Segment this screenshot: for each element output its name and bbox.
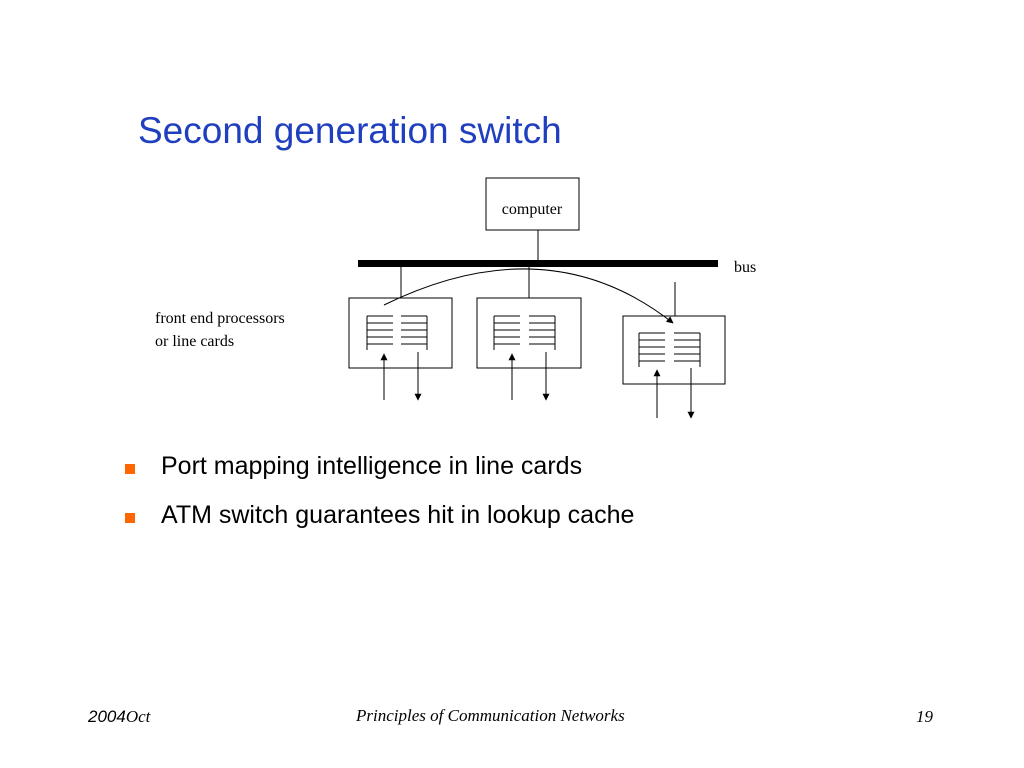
square-bullet-icon [125,513,135,523]
bullet-text: Port mapping intelligence in line cards [161,452,583,480]
buffer-queue-icon [638,332,701,367]
forwarding-path-arrow [383,268,674,324]
bullet-item: ATM switch guarantees hit in lookup cach… [122,501,634,550]
footer-month: Oct [125,707,151,726]
bullet-list: Port mapping intelligence in line cards … [122,452,634,550]
footer-date: 2004Oct [88,707,150,727]
line-cards-label-1: front end processors [155,310,285,327]
square-bullet-icon [125,464,135,474]
line-card-3 [622,315,726,419]
computer-label: computer [502,201,563,218]
line-cards-label-2: or line cards [155,333,234,350]
computer-box [485,177,580,231]
slide-title: Second generation switch [138,110,562,151]
footer-year: 2004 [88,707,126,726]
line-card-1 [348,297,453,401]
footer-page-number: 19 [916,707,933,726]
footer-course-title: Principles of Communication Networks [356,706,625,725]
bullet-text: ATM switch guarantees hit in lookup cach… [161,501,635,529]
buffer-queue-icon [493,315,556,350]
buffer-queue-icon [366,315,428,350]
line-card-2 [476,297,582,401]
bullet-item: Port mapping intelligence in line cards [122,452,634,501]
bus-label: bus [734,259,756,276]
bus-bar [358,260,718,267]
